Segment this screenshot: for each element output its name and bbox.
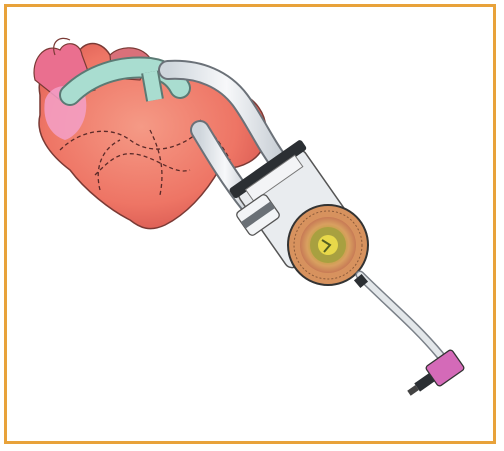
driveline (354, 274, 440, 355)
driveline-connector (402, 349, 465, 403)
